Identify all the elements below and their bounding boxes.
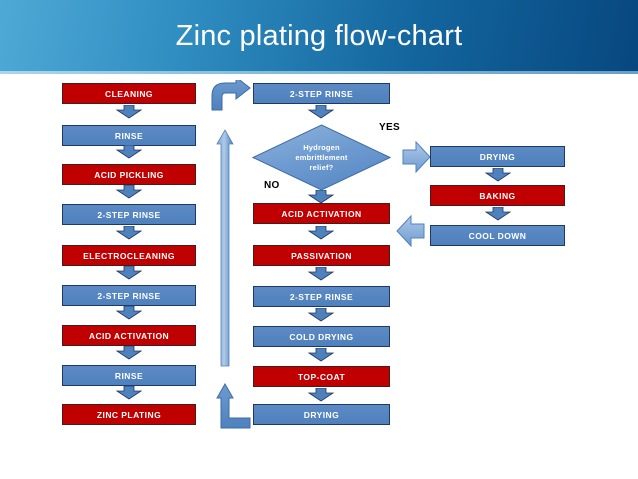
branch-label-yes: YES	[379, 122, 400, 133]
connector-arrow-right-1	[485, 168, 511, 182]
connector-arrow-mid-4	[308, 308, 334, 322]
header-bottom-edge	[0, 71, 638, 74]
connector-arrow-mid-6	[308, 388, 334, 402]
decision-line-2: embrittlement	[295, 152, 348, 162]
connector-arrow-left-5	[116, 266, 142, 280]
process-box-cleaning[interactable]: CLEANING	[62, 83, 196, 104]
process-box-2step-rinse-2[interactable]: 2-STEP RINSE	[62, 285, 196, 306]
branch-label-no: NO	[264, 180, 280, 191]
branch-arrow-yes-right	[402, 141, 431, 173]
process-box-acid-pickling[interactable]: ACID PICKLING	[62, 164, 196, 185]
connector-arrow-mid-2	[308, 226, 334, 240]
process-box-passivation[interactable]: PASSIVATION	[253, 245, 390, 266]
process-box-2step-rinse-mid-top[interactable]: 2-STEP RINSE	[253, 83, 390, 104]
connector-arrow-left-2	[116, 145, 142, 159]
decision-label: Hydrogen embrittlement relief?	[252, 124, 391, 191]
process-box-zinc-plating[interactable]: ZINC PLATING	[62, 404, 196, 425]
connector-arrow-mid-1	[308, 105, 334, 119]
process-box-2step-rinse-1[interactable]: 2-STEP RINSE	[62, 204, 196, 225]
process-box-rinse-1[interactable]: RINSE	[62, 125, 196, 146]
branch-arrow-return-left	[396, 215, 425, 247]
process-box-electrocleaning[interactable]: ELECTROCLEANING	[62, 245, 196, 266]
process-box-acid-activation-left[interactable]: ACID ACTIVATION	[62, 325, 196, 346]
slide-header-band	[0, 0, 638, 71]
connector-arrow-mid-3	[308, 267, 334, 281]
decision-hydrogen-embrittlement-relief[interactable]: Hydrogen embrittlement relief?	[252, 124, 391, 191]
decision-line-3: relief?	[309, 162, 334, 172]
process-box-drying-mid[interactable]: DRYING	[253, 404, 390, 425]
transfer-arrow-zinc-to-rinse	[204, 80, 266, 430]
process-box-drying-right[interactable]: DRYING	[430, 146, 565, 167]
connector-arrow-left-1	[116, 105, 142, 119]
process-box-baking[interactable]: BAKING	[430, 185, 565, 206]
connector-arrow-mid-5	[308, 348, 334, 362]
process-box-cool-down[interactable]: COOL DOWN	[430, 225, 565, 246]
decision-line-1: Hydrogen	[303, 142, 340, 152]
process-box-cold-drying[interactable]: COLD DRYING	[253, 326, 390, 347]
connector-arrow-left-4	[116, 226, 142, 240]
connector-arrow-right-2	[485, 207, 511, 221]
process-box-2step-rinse-mid[interactable]: 2-STEP RINSE	[253, 286, 390, 307]
connector-arrow-left-3	[116, 185, 142, 199]
connector-arrow-left-8	[116, 386, 142, 400]
process-box-top-coat[interactable]: TOP-COAT	[253, 366, 390, 387]
connector-arrow-no-branch	[308, 190, 334, 204]
page-title: Zinc plating flow-chart	[175, 20, 463, 52]
connector-arrow-left-6	[116, 306, 142, 320]
process-box-acid-activation-mid[interactable]: ACID ACTIVATION	[253, 203, 390, 224]
process-box-rinse-2[interactable]: RINSE	[62, 365, 196, 386]
connector-arrow-left-7	[116, 346, 142, 360]
